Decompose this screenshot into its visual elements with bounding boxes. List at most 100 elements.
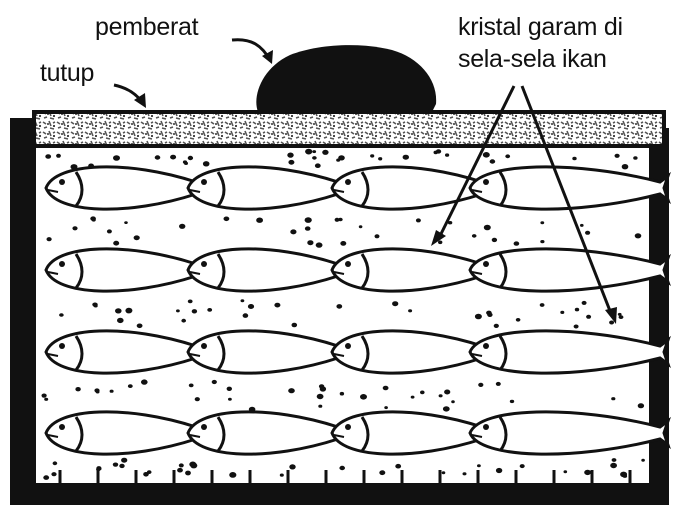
salt-crystal: [360, 394, 367, 400]
salt-crystal: [408, 309, 412, 312]
salt-crystal: [463, 472, 467, 475]
salt-crystal: [339, 466, 345, 470]
salt-crystal: [184, 162, 188, 165]
salt-crystal: [305, 149, 312, 155]
salt-crystal: [379, 470, 385, 475]
salt-crystal: [638, 403, 644, 408]
salt-crystal: [92, 218, 96, 221]
salt-crystal: [274, 303, 280, 308]
salt-crystal: [320, 386, 326, 391]
salt-crystal: [585, 231, 590, 235]
salt-crystal: [56, 154, 61, 158]
fish: [46, 167, 204, 209]
fish: [470, 249, 668, 291]
salt-crystal: [42, 394, 47, 398]
salt-crystal: [207, 308, 212, 312]
salt-crystal: [188, 156, 193, 160]
salt-crystal: [442, 471, 446, 474]
salt-crystal: [472, 234, 477, 238]
salt-crystal: [490, 159, 496, 163]
salt-crystal: [113, 463, 118, 467]
salt-crystal: [336, 304, 342, 309]
fish: [46, 412, 204, 454]
salt-crystal: [475, 314, 482, 320]
salt-crystal: [540, 221, 544, 224]
salt-crystal: [636, 235, 640, 238]
salt-crystal: [623, 474, 627, 478]
salt-crystal: [185, 471, 191, 476]
salt-crystal: [615, 154, 620, 158]
salt-crystal: [622, 164, 629, 169]
salt-crystal: [582, 301, 587, 305]
salt-crystal: [438, 241, 442, 245]
salt-crystal: [340, 392, 344, 396]
salt-crystal: [494, 324, 499, 328]
salt-crystal: [378, 157, 382, 160]
salt-crystal: [224, 217, 230, 222]
salt-crystal: [375, 234, 380, 238]
salt-crystal: [584, 470, 591, 475]
salt-crystal: [586, 315, 591, 319]
fish: [188, 167, 346, 209]
salt-crystal: [580, 224, 584, 227]
salt-crystal: [147, 470, 152, 474]
salt-crystal: [75, 387, 80, 391]
fish: [332, 412, 490, 454]
salt-crystal: [619, 315, 624, 319]
salt-crystal: [227, 387, 232, 391]
salt-crystal: [478, 383, 483, 387]
salt-crystal: [477, 464, 481, 467]
salt-crystal: [572, 157, 576, 161]
salt-crystal: [292, 323, 298, 328]
salt-crystal: [392, 301, 398, 306]
salt-crystal: [243, 313, 249, 318]
salt-crystal: [125, 308, 132, 314]
salt-crystal: [560, 311, 564, 314]
fish: [470, 412, 668, 454]
salt-crystal: [141, 379, 148, 384]
salt-crystal: [195, 397, 200, 401]
salt-crystal: [203, 161, 210, 166]
salt-crystal: [496, 382, 501, 386]
salt-crystal: [177, 468, 183, 473]
salt-crystal: [496, 468, 502, 473]
salt-crystal: [280, 474, 284, 477]
salt-crystal: [611, 397, 615, 400]
salt-crystal: [510, 400, 514, 403]
salt-crystal: [516, 318, 521, 322]
salt-crystal: [179, 463, 184, 467]
salt-crystal: [483, 152, 490, 158]
salt-crystal: [416, 218, 421, 222]
salt-crystal: [318, 405, 322, 408]
salt-crystal: [575, 308, 579, 312]
salt-crystal: [155, 155, 161, 159]
salt-pointer-line-1: [438, 86, 514, 240]
salt-crystal: [633, 156, 637, 160]
salt-crystal: [98, 467, 102, 470]
salt-crystal: [229, 472, 236, 478]
container-left-wall: [10, 118, 36, 505]
salt-crystal: [312, 156, 317, 160]
fish: [188, 249, 346, 291]
fish: [46, 249, 204, 291]
lid: [34, 112, 664, 146]
salt-label-line1: kristal garam di: [458, 14, 623, 42]
salt-crystal: [241, 299, 245, 302]
salt-crystal: [137, 324, 143, 329]
salt-crystal: [228, 398, 232, 401]
salt-crystal: [307, 240, 313, 245]
salt-crystal: [305, 226, 311, 230]
salt-crystal: [94, 304, 98, 307]
salt-crystal: [121, 458, 127, 463]
salt-crystal: [96, 390, 100, 393]
salt-crystal: [119, 464, 124, 468]
salt-crystal: [384, 406, 388, 409]
salt-crystal: [256, 218, 263, 223]
fish-layers: [46, 167, 668, 454]
salt-crystal: [189, 384, 194, 388]
salt-crystal: [641, 459, 645, 462]
salt-crystal: [316, 242, 323, 247]
salt-crystal: [305, 217, 312, 223]
weight-stone: [256, 45, 436, 112]
